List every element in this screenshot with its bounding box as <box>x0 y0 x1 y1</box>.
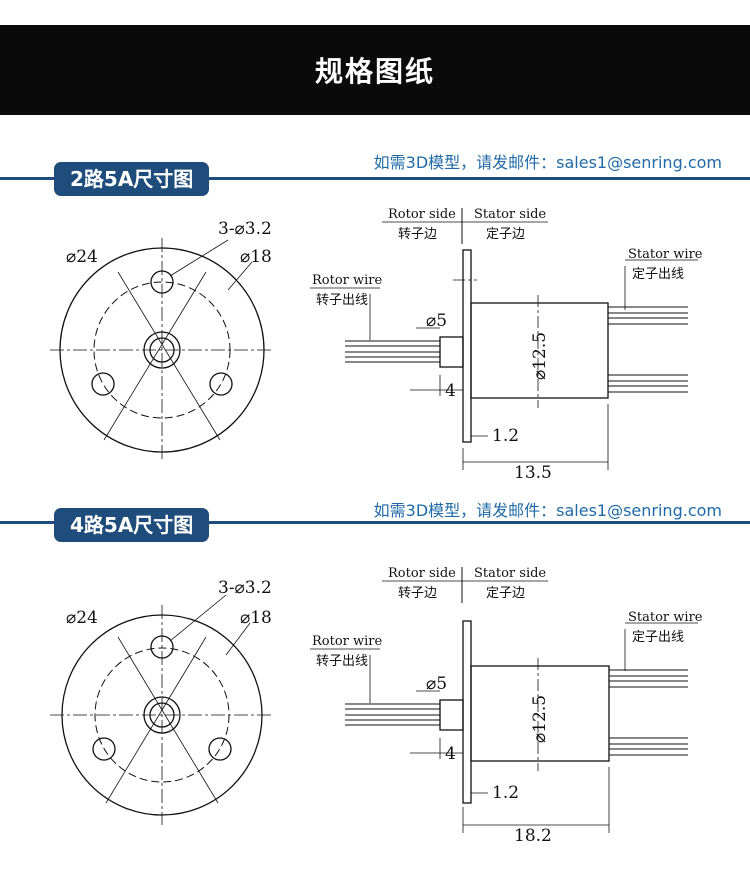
section-divider <box>0 521 750 524</box>
section-divider <box>0 177 750 180</box>
shaft-len-label: 4 <box>445 381 456 401</box>
front-view <box>50 594 274 825</box>
rotor-shaft <box>439 699 464 731</box>
outer-dia-label: ⌀24 <box>66 247 98 267</box>
stator-side-label: Stator side <box>474 207 546 222</box>
housing-body <box>470 302 609 399</box>
stator-wires <box>609 669 688 756</box>
header-bar: 规格图纸 <box>0 25 750 115</box>
mount-hole-left <box>91 372 115 396</box>
housing-body <box>470 665 610 762</box>
rotor-wire-cn-label: 转子出线 <box>316 654 368 669</box>
side-view <box>310 567 698 833</box>
shaft-len-label: 4 <box>445 744 456 764</box>
drawing-4-circuit: ⌀24 ⌀18 3-⌀3.2 <box>50 566 703 846</box>
mount-holes-label: 3-⌀3.2 <box>218 578 272 598</box>
side-view <box>310 208 698 470</box>
shaft-dia-label: ⌀5 <box>426 674 447 694</box>
flange-side <box>462 620 472 804</box>
flange-side <box>462 249 472 443</box>
section-badge: 2路5A尺寸图 <box>54 162 210 196</box>
shaft-dia-label: ⌀5 <box>426 311 447 331</box>
flange-thk-label: 1.2 <box>492 426 519 446</box>
contact-email-text[interactable]: 如需3D模型，请发邮件：sales1@senring.com <box>373 501 722 520</box>
hole-circle-label: ⌀18 <box>240 247 272 267</box>
body-dia-label: ⌀12.5 <box>530 332 550 380</box>
mount-hole-right <box>209 372 233 396</box>
leader-line <box>103 271 207 441</box>
flange-thk-label: 1.2 <box>492 783 519 803</box>
stator-side-cn-label: 定子边 <box>486 227 525 242</box>
body-len-label: 13.5 <box>514 463 552 483</box>
rotor-shaft <box>439 336 464 368</box>
rotor-side-cn-label: 转子边 <box>398 586 437 601</box>
rotor-wires <box>345 703 440 726</box>
section-2-circuit: 2路5A尺寸图 如需3D模型，请发邮件：sales1@senring.com ⌀… <box>0 140 750 485</box>
body-dia-label: ⌀12.5 <box>530 695 550 743</box>
mount-holes-label: 3-⌀3.2 <box>218 219 272 239</box>
mount-hole-right <box>208 737 232 761</box>
rotor-wire-label: Rotor wire <box>312 634 383 649</box>
stator-wire-cn-label: 定子出线 <box>632 630 684 645</box>
leader-line <box>169 239 229 277</box>
leader-line <box>105 636 207 804</box>
stator-wire-label: Stator wire <box>628 610 703 625</box>
rotor-wires <box>345 340 440 363</box>
section-badge: 4路5A尺寸图 <box>54 508 210 542</box>
rotor-wire-cn-label: 转子出线 <box>316 293 368 308</box>
outer-dia-label: ⌀24 <box>66 608 98 628</box>
rotor-side-label: Rotor side <box>388 566 456 581</box>
rotor-side-cn-label: 转子边 <box>398 227 437 242</box>
hole-circle-label: ⌀18 <box>240 608 272 628</box>
mount-hole-left <box>92 737 116 761</box>
rotor-side-label: Rotor side <box>388 207 456 222</box>
section-4-circuit: 4路5A尺寸图 如需3D模型，请发邮件：sales1@senring.com ⌀… <box>0 488 750 846</box>
stator-wire-cn-label: 定子出线 <box>632 267 684 282</box>
leader-line <box>117 636 219 804</box>
stator-side-cn-label: 定子边 <box>486 586 525 601</box>
leader-line <box>169 594 227 642</box>
drawing-2-circuit: ⌀24 ⌀18 3-⌀3.2 <box>50 207 703 483</box>
stator-side-label: Stator side <box>474 566 546 581</box>
leader-line <box>117 271 221 441</box>
leader-line <box>227 261 253 291</box>
page-title: 规格图纸 <box>314 55 435 88</box>
stator-wires <box>608 306 688 393</box>
contact-email-text[interactable]: 如需3D模型，请发邮件：sales1@senring.com <box>373 153 722 172</box>
stator-wire-label: Stator wire <box>628 247 703 262</box>
front-view <box>50 238 274 462</box>
body-len-label: 18.2 <box>514 826 552 846</box>
rotor-wire-label: Rotor wire <box>312 273 383 288</box>
leader-line <box>225 622 251 656</box>
